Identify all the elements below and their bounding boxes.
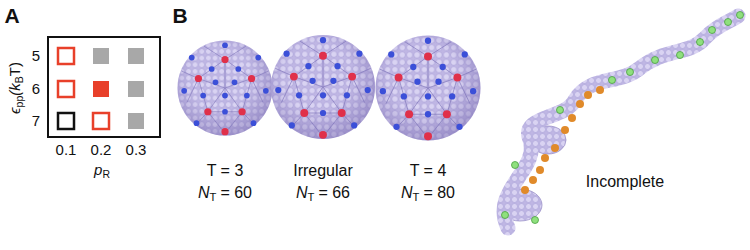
green-dot (627, 69, 634, 76)
green-dot (725, 19, 732, 26)
label-text: p (94, 161, 102, 178)
grey-square (128, 81, 144, 97)
label-text: 5 (32, 47, 40, 64)
grey-square (128, 48, 144, 64)
subscript: T (210, 192, 217, 204)
open-red-square (58, 48, 74, 64)
label-text: B (172, 4, 187, 27)
subscript: T (413, 192, 420, 204)
structure-label: Irregular (293, 162, 353, 180)
orange-dot (561, 126, 569, 134)
label-text: Incomplete (586, 173, 664, 190)
orange-dot (536, 166, 544, 174)
subscript: pp (13, 96, 25, 108)
label-text: (k (6, 83, 23, 96)
subunit-count: NT= 60 (198, 184, 252, 204)
structure-label: T = 3 (207, 162, 244, 180)
subunit-count: NT= 66 (296, 184, 350, 204)
plot-frame (48, 37, 160, 137)
structure-label: T = 4 (410, 162, 447, 180)
incomplete-shell (498, 12, 744, 229)
orange-dot (551, 144, 559, 152)
green-dot (677, 52, 684, 59)
label-text: = 66 (318, 184, 350, 201)
green-dot (609, 77, 616, 84)
label-text: 0.1 (56, 141, 77, 158)
green-dot (697, 39, 704, 46)
label-text: ϵ (6, 107, 23, 114)
tick-label: 0.1 (56, 142, 77, 159)
tick-label: 6 (32, 81, 40, 98)
green-dot (532, 217, 539, 224)
green-dot (502, 212, 509, 219)
label-text: = 80 (423, 184, 455, 201)
green-dot (737, 12, 744, 19)
subunit-count: NT= 80 (401, 184, 455, 204)
panel-letter: A (4, 4, 19, 27)
label-text: N (198, 184, 210, 201)
label-text: 0.2 (91, 141, 112, 158)
tick-label: 7 (32, 113, 40, 130)
label-text: = 60 (220, 184, 252, 201)
axis-title: ϵpp(kBT) (7, 62, 26, 114)
green-dot (557, 107, 564, 114)
label-text: 6 (32, 80, 40, 97)
subscript: T (308, 192, 315, 204)
capsid-irregular (271, 35, 375, 139)
label-text: Irregular (293, 162, 353, 179)
label-text: 0.3 (126, 141, 147, 158)
label-text: 7 (32, 112, 40, 129)
tick-label: 0.3 (126, 142, 147, 159)
grey-square (128, 113, 144, 129)
orange-dot (521, 186, 529, 194)
axis-title: pR (94, 162, 110, 181)
red-square (93, 81, 109, 97)
orange-dot (541, 154, 549, 162)
label-text: T = 3 (207, 162, 244, 179)
green-dot (709, 27, 716, 34)
label-text: T = 4 (410, 162, 447, 179)
orange-dot (584, 91, 592, 99)
label-text: N (401, 184, 413, 201)
orange-dot (568, 114, 576, 122)
grey-square (93, 48, 109, 64)
capsid-t3 (178, 40, 273, 135)
structure-label: Incomplete (586, 173, 664, 191)
subscript: R (102, 168, 110, 180)
subscript: B (13, 76, 25, 83)
tick-label: 0.2 (91, 142, 112, 159)
green-dot (652, 57, 659, 64)
label-text: N (296, 184, 308, 201)
open-red-square (58, 81, 74, 97)
orange-dot (576, 100, 584, 108)
label-text: A (4, 4, 19, 27)
label-text: T) (6, 62, 23, 76)
shell-strand (504, 16, 738, 228)
green-dot (512, 162, 519, 169)
open-black-square (58, 113, 74, 129)
capsid-t4 (376, 36, 481, 141)
tick-label: 5 (32, 48, 40, 65)
panel-letter: B (172, 4, 187, 27)
open-red-square (93, 113, 109, 129)
green-dots (502, 12, 744, 224)
orange-dot (596, 86, 604, 94)
orange-dot (529, 176, 537, 184)
